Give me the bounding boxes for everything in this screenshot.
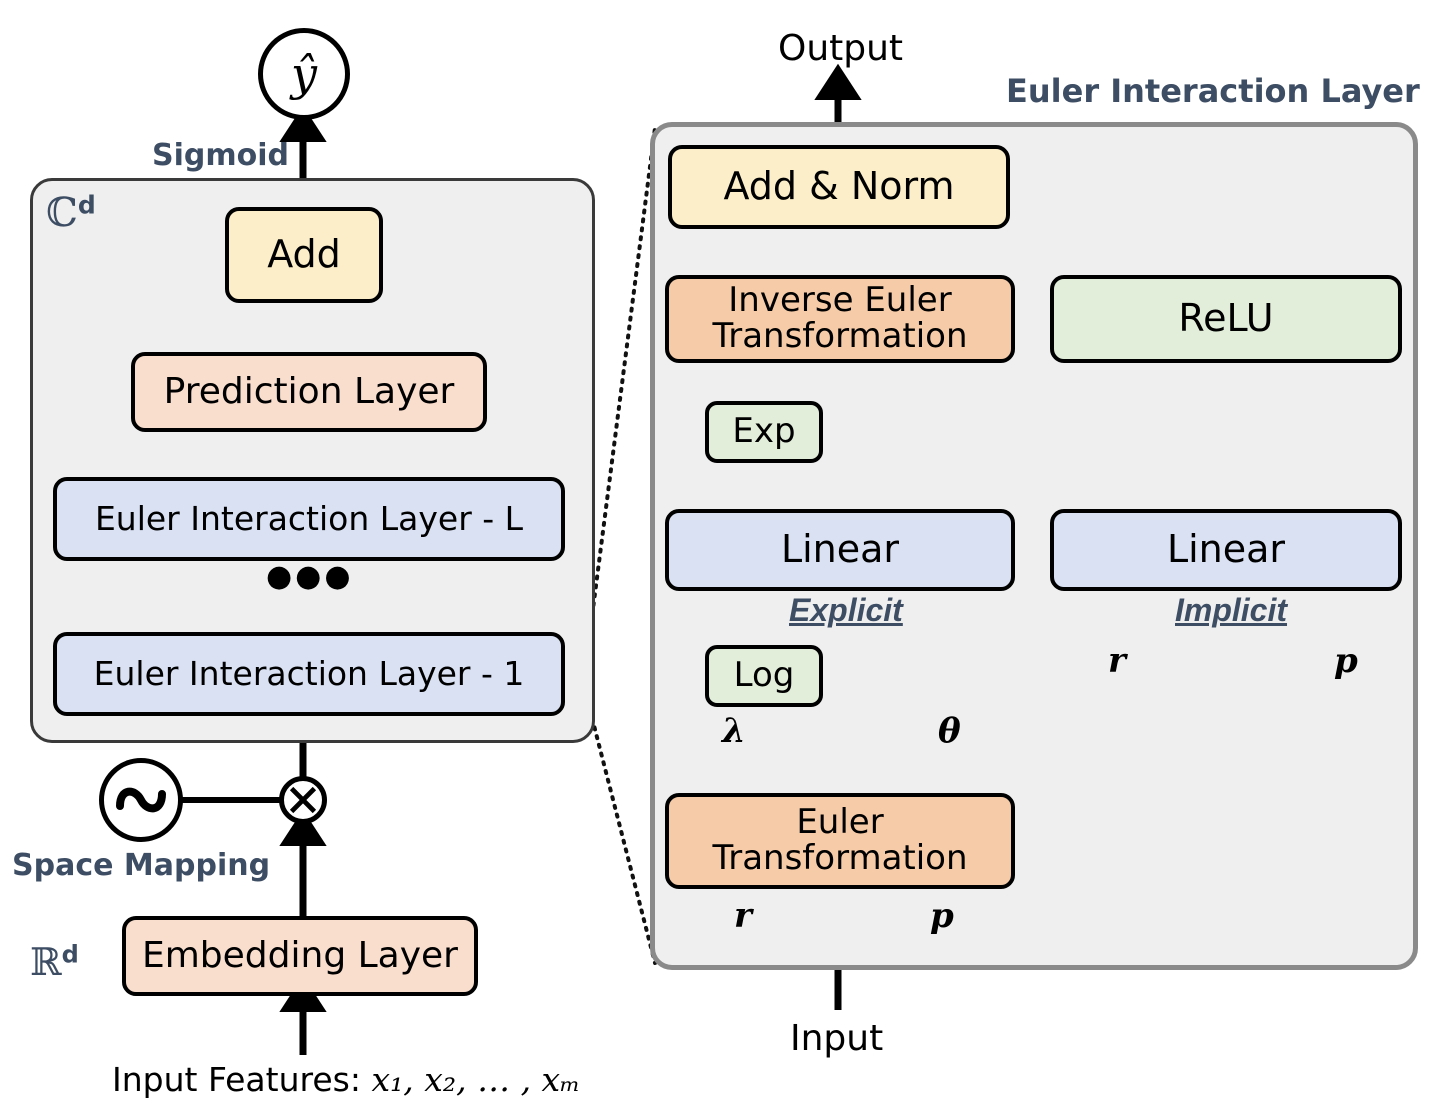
exp-box[interactable]: Exp bbox=[705, 401, 823, 463]
r-euler-symbol: r bbox=[734, 896, 752, 936]
space-mapping-label: Space Mapping bbox=[12, 848, 271, 883]
real-space-symbol: ℝ bbox=[30, 940, 62, 984]
cross-glyph bbox=[289, 786, 317, 814]
linear-implicit-label: Linear bbox=[1166, 527, 1286, 572]
embedding-layer-label: Embedding Layer bbox=[141, 935, 458, 977]
r-implicit-symbol: r bbox=[1108, 641, 1126, 681]
prediction-layer-box[interactable]: Prediction Layer bbox=[131, 352, 487, 432]
input-label: Input bbox=[790, 1018, 884, 1059]
add-norm-label: Add & Norm bbox=[723, 164, 955, 209]
lambda-symbol: λ bbox=[722, 711, 746, 751]
prediction-layer-label: Prediction Layer bbox=[163, 371, 455, 413]
euler-interaction-layer-title: Euler Interaction Layer bbox=[1006, 72, 1420, 110]
p-implicit-symbol: p bbox=[1334, 641, 1358, 681]
euler-transformation-label: Euler Transformation bbox=[712, 802, 968, 878]
multiply-node-icon bbox=[279, 776, 327, 824]
output-label: Output bbox=[778, 28, 904, 69]
complex-space-symbol: ℂ bbox=[46, 190, 78, 236]
euler-interaction-layer-1-box[interactable]: Euler Interaction Layer - 1 bbox=[53, 632, 565, 716]
y-hat-symbol: ŷ bbox=[291, 47, 317, 101]
layers-ellipsis: ●●● bbox=[266, 559, 354, 594]
exp-label: Exp bbox=[732, 411, 796, 452]
linear-explicit-label: Linear bbox=[780, 527, 900, 572]
input-features-text: Input Features: bbox=[112, 1060, 361, 1099]
log-label: Log bbox=[733, 655, 795, 696]
inverse-euler-transformation-box[interactable]: Inverse Euler Transformation bbox=[665, 275, 1015, 363]
explicit-branch-label: Explicit bbox=[789, 592, 903, 628]
add-box[interactable]: Add bbox=[225, 207, 383, 303]
embedding-layer-box[interactable]: Embedding Layer bbox=[122, 916, 478, 996]
euler-transformation-box[interactable]: Euler Transformation bbox=[665, 793, 1015, 889]
real-space-superscript: d bbox=[61, 940, 79, 969]
theta-symbol: θ bbox=[938, 711, 961, 751]
euler-interaction-layer-L-box[interactable]: Euler Interaction Layer - L bbox=[53, 477, 565, 561]
relu-box[interactable]: ReLU bbox=[1050, 275, 1402, 363]
sigmoid-label: Sigmoid bbox=[152, 138, 289, 173]
linear-explicit-box[interactable]: Linear bbox=[665, 509, 1015, 591]
add-norm-box[interactable]: Add & Norm bbox=[668, 145, 1010, 229]
input-features-label: Input Features: x₁, x₂, … , xₘ bbox=[112, 1060, 580, 1099]
complex-space-label: ℂd bbox=[46, 190, 96, 236]
complex-space-superscript: d bbox=[77, 190, 96, 220]
input-features-variables: x₁, x₂, … , xₘ bbox=[371, 1060, 581, 1099]
sine-wave-icon bbox=[99, 758, 183, 842]
implicit-branch-label: Implicit bbox=[1175, 592, 1288, 628]
euler-interaction-layer-L-label: Euler Interaction Layer - L bbox=[94, 498, 524, 538]
real-space-label: ℝd bbox=[30, 940, 79, 984]
sine-wave-glyph bbox=[116, 787, 166, 813]
p-euler-symbol: p bbox=[930, 896, 954, 936]
linear-implicit-box[interactable]: Linear bbox=[1050, 509, 1402, 591]
relu-label: ReLU bbox=[1178, 296, 1274, 341]
add-box-label: Add bbox=[267, 232, 341, 277]
y-hat-output-node: ŷ bbox=[258, 28, 350, 120]
euler-interaction-layer-1-label: Euler Interaction Layer - 1 bbox=[93, 653, 525, 693]
log-box[interactable]: Log bbox=[705, 645, 823, 707]
inverse-euler-transformation-label: Inverse Euler Transformation bbox=[712, 280, 968, 356]
